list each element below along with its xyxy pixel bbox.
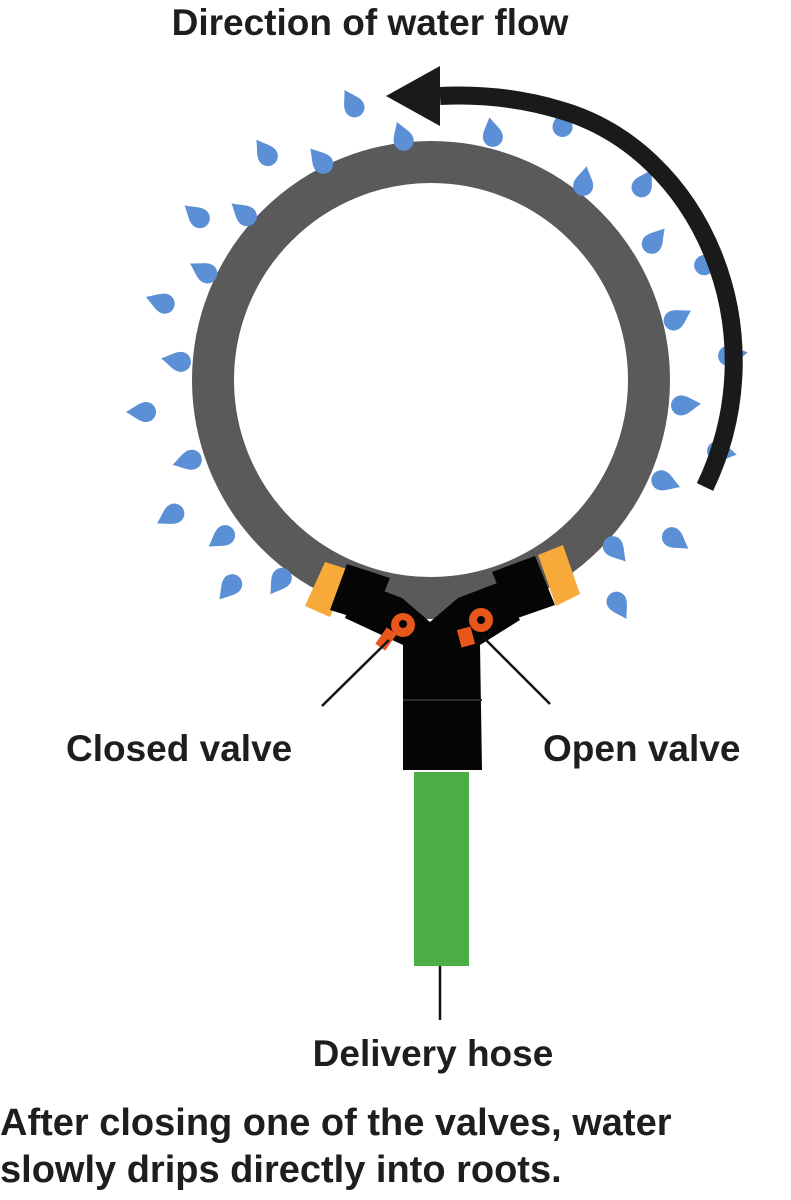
valve-center bbox=[399, 620, 407, 628]
left-collar bbox=[305, 562, 350, 617]
droplet-icon bbox=[573, 166, 594, 196]
droplet-icon bbox=[651, 470, 681, 491]
droplet-icon bbox=[219, 574, 243, 600]
droplet-icon bbox=[661, 527, 689, 549]
valve-handle bbox=[456, 626, 476, 648]
caption-text: After closing one of the valves, water s… bbox=[0, 1102, 672, 1191]
valve-center bbox=[477, 616, 485, 624]
droplet-icon bbox=[184, 205, 210, 229]
droplet-icon bbox=[126, 402, 156, 422]
droplet-icon bbox=[157, 503, 185, 524]
droplet-icon bbox=[270, 567, 292, 595]
open-valve-leader bbox=[483, 637, 551, 705]
open-valve-label: Open valve bbox=[543, 728, 741, 769]
open-valve bbox=[456, 608, 493, 648]
droplet-icon bbox=[161, 351, 191, 372]
flow-direction-arrow bbox=[386, 66, 743, 491]
valve-handle bbox=[375, 627, 397, 651]
droplet-icon bbox=[256, 139, 278, 167]
closed-valve bbox=[375, 613, 415, 651]
delivery-hose-label: Delivery hose bbox=[312, 1033, 554, 1074]
curved-arrow-icon bbox=[439, 86, 743, 491]
droplet-icon bbox=[602, 536, 626, 562]
drip-ring bbox=[192, 141, 670, 619]
right-collar bbox=[538, 545, 580, 606]
droplet-icon bbox=[641, 228, 665, 254]
arrow-head bbox=[386, 66, 440, 126]
droplet-icon bbox=[482, 117, 503, 147]
droplet-icon bbox=[344, 90, 365, 118]
droplet-icon bbox=[310, 148, 334, 174]
droplet-icon bbox=[631, 170, 652, 198]
droplet-icon bbox=[190, 263, 218, 284]
closed-valve-leader bbox=[321, 639, 390, 707]
water-droplets bbox=[126, 90, 748, 619]
delivery-hose bbox=[414, 772, 469, 966]
droplet-icon bbox=[208, 525, 236, 547]
droplet-icon bbox=[172, 449, 202, 470]
diagram-title: Direction of water flow bbox=[171, 2, 569, 43]
closed-valve-label: Closed valve bbox=[66, 728, 293, 769]
droplet-icon bbox=[231, 203, 257, 227]
droplet-icon bbox=[145, 293, 175, 314]
droplet-icon bbox=[671, 395, 701, 416]
droplet-icon bbox=[663, 310, 691, 331]
droplet-icon bbox=[606, 591, 627, 619]
droplet-icon bbox=[393, 121, 414, 151]
